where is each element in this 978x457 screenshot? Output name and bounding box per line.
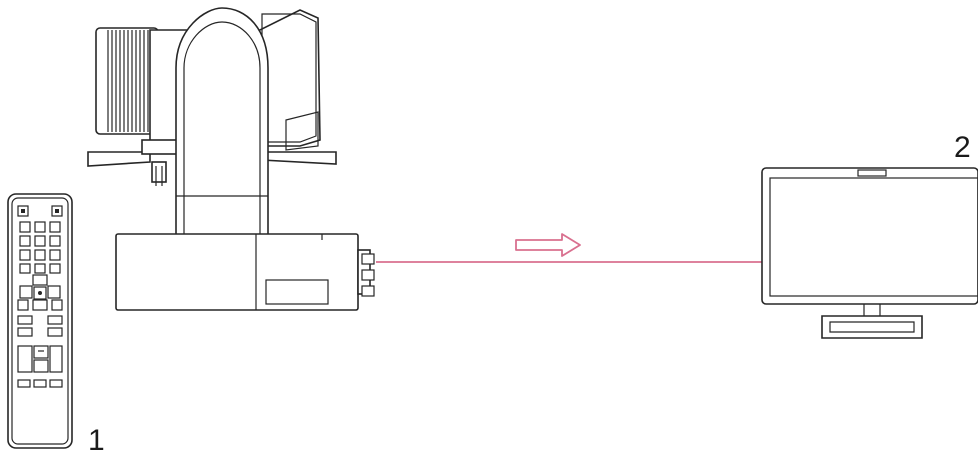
ptz-camera-icon — [87, 7, 375, 311]
monitor-icon — [761, 167, 978, 339]
callout-monitor-number: 2 — [954, 131, 971, 164]
signal-direction-arrow-icon — [515, 233, 581, 257]
remote-control-icon — [7, 193, 73, 449]
callout-remote-number: 1 — [88, 424, 105, 457]
